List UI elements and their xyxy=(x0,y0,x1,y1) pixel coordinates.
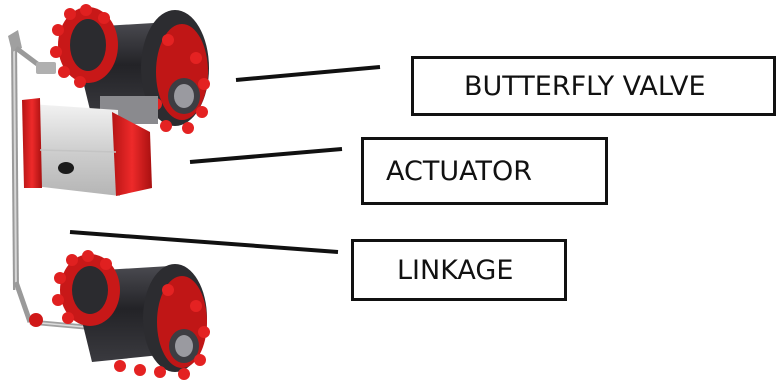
butterfly-valve-label: BUTTERFLY VALVE xyxy=(411,56,776,116)
linkage-label-text: LINKAGE xyxy=(397,254,514,286)
leader-line-butterfly-valve xyxy=(235,65,381,82)
linkage-label: LINKAGE xyxy=(351,239,567,301)
leader-line-actuator xyxy=(189,147,343,164)
butterfly-valve-lower xyxy=(29,250,210,380)
actuator-label: ACTUATOR xyxy=(361,137,608,205)
leader-line-linkage xyxy=(69,230,339,254)
butterfly-valve-label-text: BUTTERFLY VALVE xyxy=(464,70,706,102)
actuator-label-text: ACTUATOR xyxy=(386,155,532,187)
pneumatic-actuator xyxy=(22,96,158,196)
butterfly-valve-upper xyxy=(36,4,210,134)
